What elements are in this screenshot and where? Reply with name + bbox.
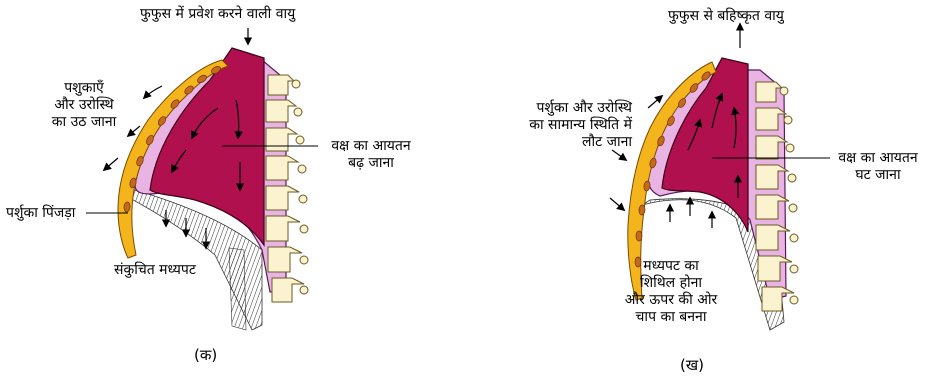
- incoming-air-label: फुफुस में प्रवेश करने वाली वायु: [140, 6, 295, 23]
- outgoing-air-label: फुफुस से बहिष्कृत वायु: [668, 8, 784, 25]
- spine-a: [266, 75, 308, 302]
- ribs-sternum-rise-label: पशुकाएँ और उरोस्थि का उठ जाना: [28, 80, 140, 131]
- spine-b: [756, 82, 798, 311]
- panel-a-caption: (क): [194, 345, 217, 365]
- rib-cage-label: पर्शुका पिंजड़ा: [6, 205, 75, 222]
- ribs-sternum-return-label: पर्शुका और उरोस्थि का सामान्य स्थिति में…: [452, 100, 632, 151]
- thorax-volume-increase-label: वक्ष का आयतन बढ़ जाना: [316, 138, 426, 172]
- panel-b-caption: (ख): [680, 355, 704, 375]
- panel-a-drawing: [86, 28, 318, 330]
- diaphragm-contracted-label: संकुचित मध्यपट: [114, 262, 196, 279]
- thorax-volume-decrease-label: वक्ष का आयतन घट जाना: [825, 150, 931, 184]
- diaphragm-relaxed-label: मध्यपट का शिथिल होना और ऊपर की ओर चाप का…: [606, 258, 736, 326]
